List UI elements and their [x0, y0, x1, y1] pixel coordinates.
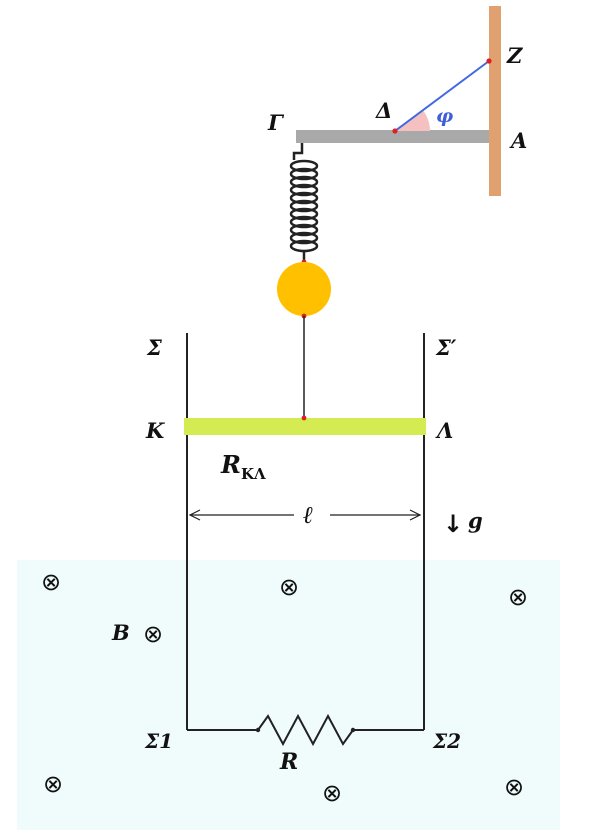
label-k: K	[145, 418, 165, 443]
ball	[277, 262, 331, 316]
gravity-arrow-icon: ↓	[443, 510, 463, 538]
label-ell: ℓ	[303, 500, 313, 529]
point-z	[486, 58, 492, 64]
field-into-page-icon: ⊗	[504, 773, 524, 801]
label-b: B	[111, 620, 130, 645]
label-r-kl-base: R	[220, 450, 241, 479]
spring	[289, 143, 319, 262]
field-into-page-icon: ⊗	[143, 620, 163, 648]
label-gamma: Γ	[267, 110, 285, 135]
resistor-node-left	[255, 727, 261, 733]
length-dimension	[188, 509, 422, 521]
label-lambda: Λ	[435, 418, 453, 443]
field-into-page-icon: ⊗	[322, 779, 342, 807]
label-sigma: Σ	[146, 335, 162, 360]
label-sigma2: Σ2	[432, 729, 461, 753]
label-r-kl: RKΛ	[220, 450, 266, 483]
string-delta-z	[394, 60, 490, 132]
magnetic-field-region	[17, 560, 560, 830]
label-g: g	[468, 508, 483, 533]
bar-k-lambda	[184, 418, 426, 435]
point-delta	[392, 128, 398, 134]
label-sigma-prime: Σ′	[435, 335, 457, 360]
wall	[489, 6, 501, 196]
resistor-node-right	[350, 727, 356, 733]
label-a: A	[509, 128, 527, 153]
point-bar-center	[301, 415, 307, 421]
label-r-kl-sub: KΛ	[241, 465, 266, 483]
field-into-page-icon: ⊗	[279, 573, 299, 601]
field-into-page-icon: ⊗	[41, 568, 61, 596]
label-r: R	[279, 749, 298, 775]
horizontal-rod	[296, 130, 489, 143]
label-delta: Δ	[375, 98, 392, 123]
label-sigma1: Σ1	[144, 729, 173, 753]
label-phi: φ	[436, 105, 453, 127]
field-into-page-icon: ⊗	[43, 770, 63, 798]
field-into-page-icon: ⊗	[508, 583, 528, 611]
label-z: Z	[506, 43, 523, 68]
angle-phi-sector	[395, 111, 430, 131]
bottom-circuit	[187, 713, 424, 747]
